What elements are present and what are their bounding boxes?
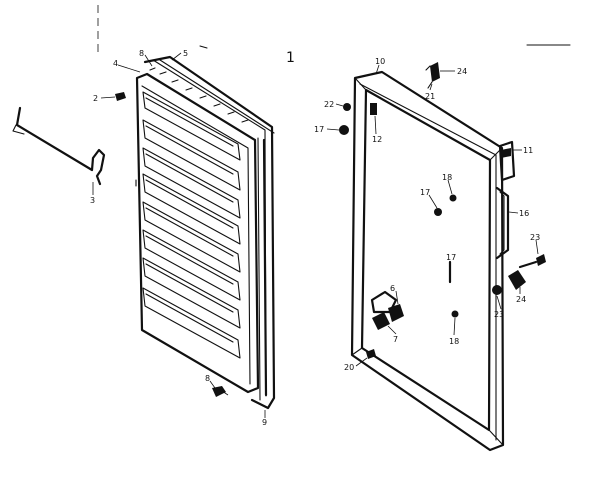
callout-22: 22 [324, 100, 334, 109]
callout-10: 10 [375, 57, 385, 66]
callout-17-lower: 17 [446, 253, 456, 262]
callout-11: 11 [523, 146, 533, 155]
door-hardware-right [326, 62, 546, 367]
callout-24-lower: 24 [516, 295, 526, 304]
outer-door-panel [350, 70, 505, 452]
callout-23-upper: 23 [530, 233, 540, 242]
hinge-bracket [12, 106, 106, 186]
callout-18-lower: 18 [449, 337, 459, 346]
callout-20: 20 [344, 363, 354, 372]
callout-24-top: 24 [457, 67, 467, 76]
callout-12: 12 [372, 135, 382, 144]
callout-3: 3 [90, 196, 95, 205]
callout-17-middle: 17 [420, 188, 430, 197]
callout-18-upper: 18 [442, 173, 452, 182]
section-number: 1 [286, 50, 295, 66]
callout-21: 21 [425, 92, 435, 101]
door-liner-shelves [142, 91, 241, 359]
callout-8-bottom: 8 [205, 374, 210, 383]
callout-16: 16 [519, 209, 529, 218]
callout-17-upper: 17 [314, 125, 324, 134]
callout-4-top: 4 [113, 59, 118, 68]
callout-6: 6 [390, 284, 395, 293]
door-hardware-left [92, 52, 266, 418]
part-callouts: 8 4 5 2 3 8 9 10 22 12 17 21 24 11 18 17… [90, 49, 540, 427]
callout-8-top: 8 [139, 49, 144, 58]
freezer-door-assembly [135, 55, 276, 410]
callout-2: 2 [93, 94, 98, 103]
callout-5: 5 [183, 49, 188, 58]
callout-23-lower: 23 [494, 310, 504, 319]
callout-7: 7 [393, 335, 398, 344]
page-marks [97, 5, 571, 55]
callout-9: 9 [262, 418, 267, 427]
